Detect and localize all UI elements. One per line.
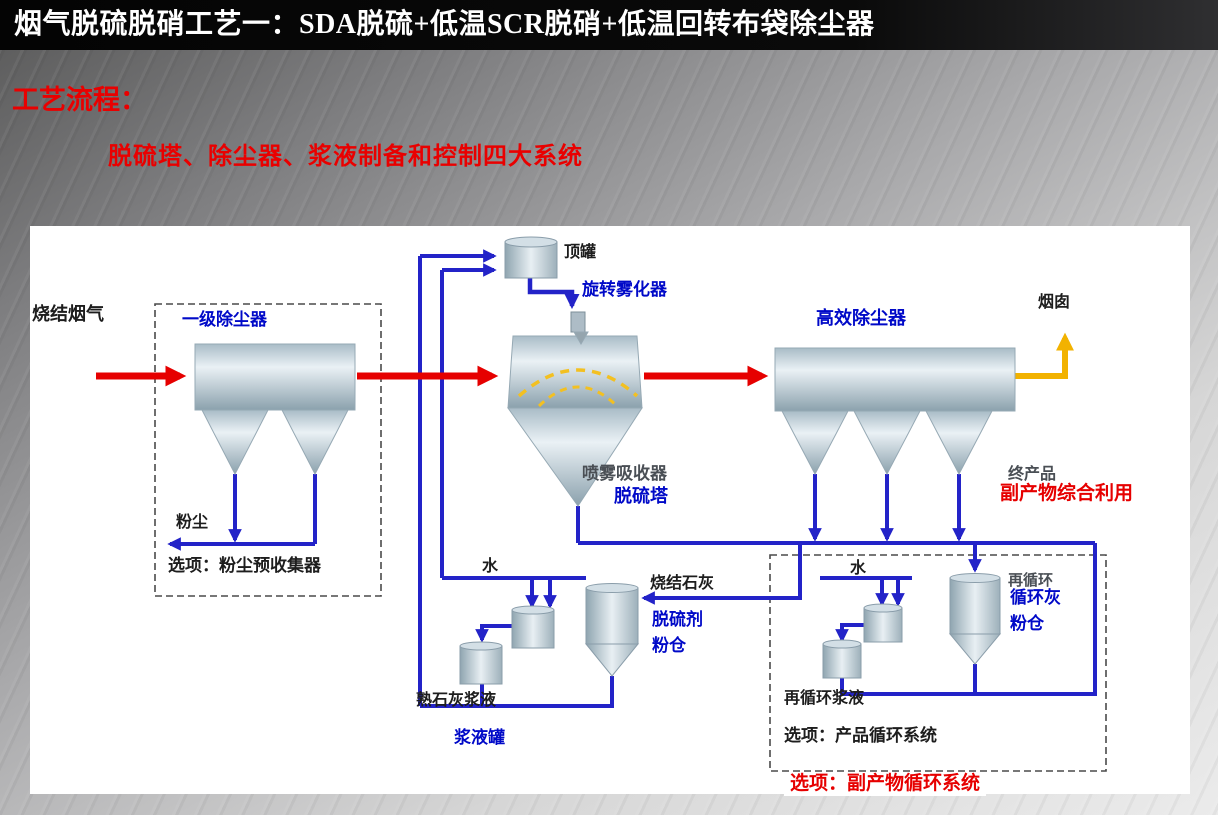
- recirc-slurry-label: 再循环浆液: [784, 690, 865, 707]
- dust-label: 粉尘: [176, 514, 209, 531]
- slide-title: 烟气脱硫脱硝工艺一：SDA脱硫+低温SCR脱硝+低温回转布袋除尘器: [0, 0, 1218, 50]
- rotary-atomizer-label: 旋转雾化器: [582, 280, 667, 299]
- sorbent-silo-label-1: 脱硫剂: [652, 610, 703, 629]
- spray-arc: [517, 368, 639, 398]
- primary-collector-label: 一级除尘器: [182, 310, 267, 329]
- stack-label: 烟囱: [1038, 294, 1071, 311]
- slurry-tank-label: 浆液罐: [454, 728, 505, 747]
- spray-arc-inner: [537, 385, 619, 408]
- blue-piping: [167, 249, 1097, 708]
- top-tank-label: 顶罐: [564, 244, 597, 261]
- sinter-gas-label: 烧结烟气: [32, 304, 104, 324]
- byproduct-use-label: 副产物综合利用: [994, 482, 1140, 506]
- option-precollector-label: 选项：粉尘预收集器: [168, 556, 321, 575]
- option-byproduct-recycle-label: 选项：副产物循环系统: [784, 772, 987, 796]
- precollector-option-box: [154, 303, 382, 597]
- water-left-label: 水: [482, 558, 499, 575]
- recirc-slurry-tanks: [822, 603, 903, 679]
- sorbent-silo: [584, 583, 640, 677]
- stack-duct-arrow: [1015, 332, 1074, 379]
- water-right-label: 水: [850, 560, 867, 577]
- spray-absorber-label: 喷雾吸收器: [582, 464, 667, 483]
- final-product-label: 终产品: [1008, 466, 1057, 483]
- sda-tower-label: 脱硫塔: [614, 486, 668, 506]
- primary-dust-collector: [194, 343, 356, 476]
- process-flow-diagram: [96, 236, 1107, 772]
- slaked-lime-slurry-label: 熟石灰浆液: [416, 692, 497, 709]
- option-product-recycle-label: 选项：产品循环系统: [784, 726, 937, 745]
- slurry-tanks: [459, 605, 555, 685]
- recycle-option-box: [769, 554, 1107, 772]
- high-eff-dust-collector: [774, 347, 1016, 476]
- high-eff-collector-label: 高效除尘器: [816, 308, 906, 328]
- rotary-atomizer-device: [570, 311, 586, 333]
- sda-spray-tower: [507, 311, 643, 507]
- heading-systems: 脱硫塔、除尘器、浆液制备和控制四大系统: [108, 143, 583, 170]
- recirc-label: 再循环: [1008, 572, 1054, 589]
- sorbent-silo-label-2: 粉仓: [652, 636, 686, 655]
- top-tank: [504, 236, 558, 279]
- recirc-ash-silo: [948, 573, 1002, 665]
- recirc-silo-label-1: 循环灰: [1010, 588, 1061, 607]
- sinter-lime-label: 烧结石灰: [650, 575, 715, 592]
- diagram-panel: 烧结烟气 一级除尘器 粉尘 选项：粉尘预收集器 顶罐 旋转雾化器 喷雾吸收器 脱…: [30, 226, 1190, 796]
- recirc-silo-label-2: 粉仓: [1010, 614, 1044, 633]
- heading-process-flow: 工艺流程：: [12, 85, 147, 115]
